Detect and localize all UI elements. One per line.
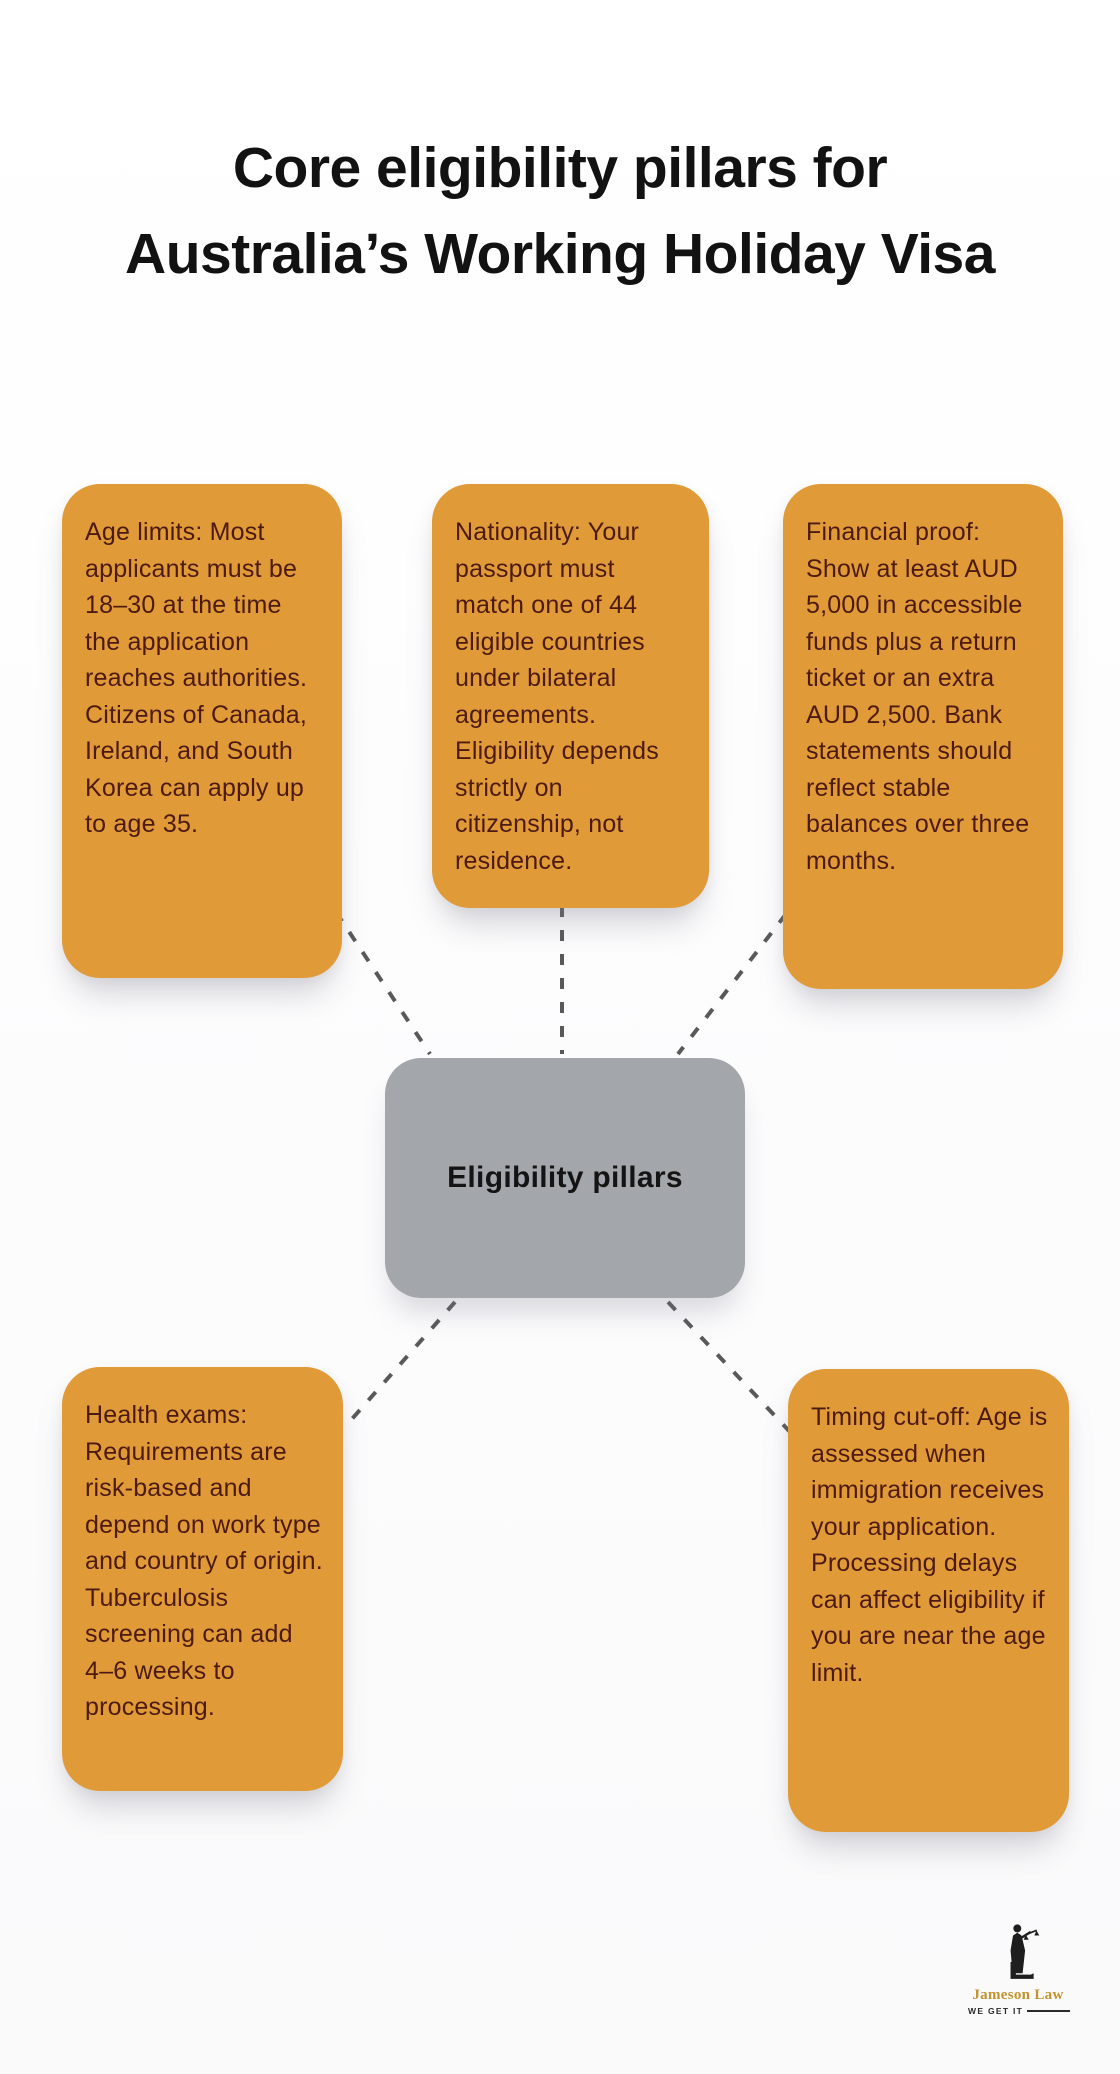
lady-justice-shapes — [1010, 1924, 1040, 1979]
pillar-financial-proof-text: Financial proof: Show at least AUD 5,000… — [806, 518, 1030, 875]
pillar-nationality-text: Nationality: Your passport must match on… — [455, 518, 659, 875]
pillar-financial-proof: Financial proof: Show at least AUD 5,000… — [783, 484, 1063, 989]
pillar-health-exams: Health exams: Requirements are risk-base… — [62, 1367, 343, 1791]
logo-tagline-rule — [1027, 2010, 1070, 2012]
connector-age-limits — [334, 910, 432, 1056]
connector-health-exams — [342, 1300, 457, 1430]
connector-financial-proof — [676, 912, 788, 1056]
pillar-age-limits-text: Age limits: Most applicants must be 18–3… — [85, 518, 308, 838]
lady-justice-icon — [1010, 1924, 1040, 1979]
connector-group — [334, 906, 794, 1436]
pillar-timing-cut-off-text: Timing cut-off: Age is assessed when imm… — [811, 1403, 1048, 1687]
logo-jameson-law: Jameson Law WE GET IT — [966, 1922, 1070, 2016]
logo-tagline: WE GET IT — [968, 2006, 1024, 2016]
logo-tagline-row: WE GET IT — [966, 2006, 1070, 2016]
pillar-nationality: Nationality: Your passport must match on… — [432, 484, 709, 908]
center-node: Eligibility pillars — [385, 1058, 745, 1298]
logo-name: Jameson Law — [972, 1987, 1064, 2003]
connector-timing-cut-off — [666, 1300, 794, 1436]
center-node-label: Eligibility pillars — [447, 1161, 683, 1194]
pillar-timing-cut-off: Timing cut-off: Age is assessed when imm… — [788, 1369, 1069, 1832]
page-title: Core eligibility pillars for Australia’s… — [125, 136, 995, 286]
pillar-age-limits: Age limits: Most applicants must be 18–3… — [62, 484, 342, 978]
pillar-health-exams-text: Health exams: Requirements are risk-base… — [85, 1401, 323, 1721]
